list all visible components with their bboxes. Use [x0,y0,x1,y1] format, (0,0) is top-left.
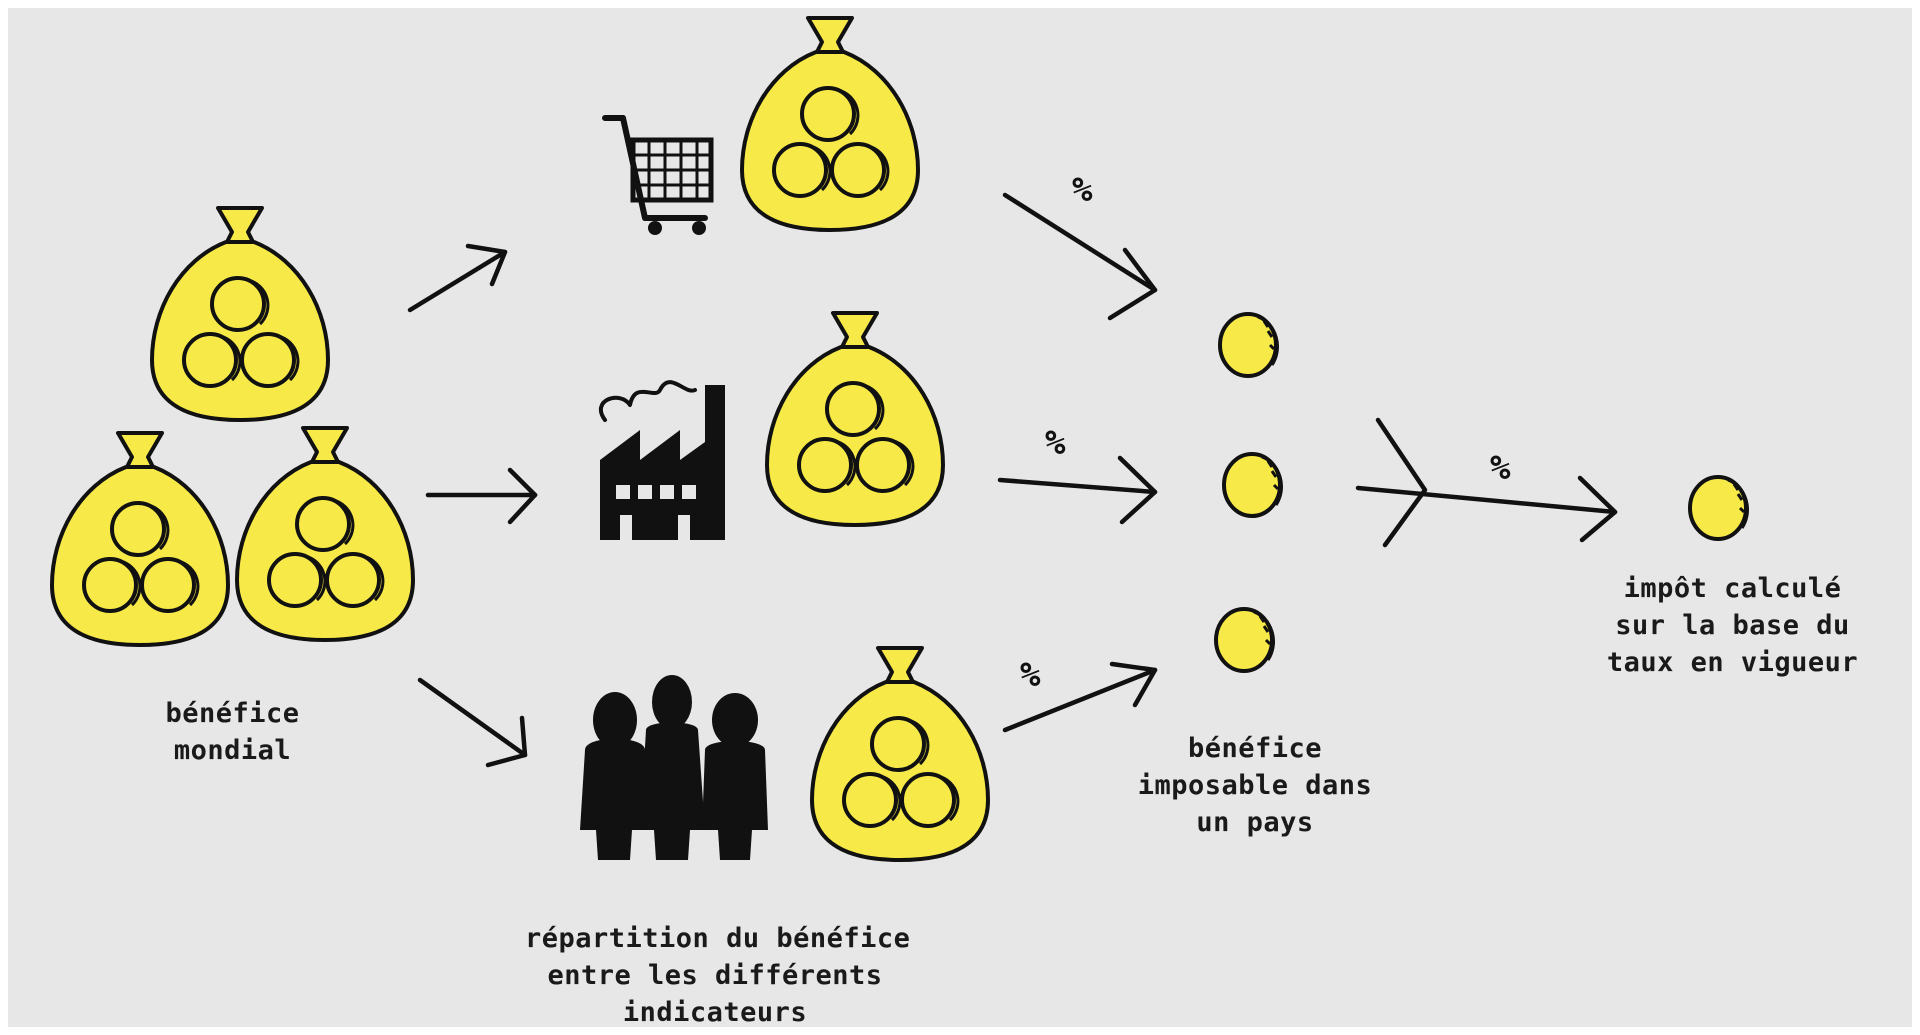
coin-icon [1214,607,1276,673]
arrow-to-employees [417,677,528,758]
final-arrow [1355,417,1618,548]
taxable-profit-coins [1214,312,1284,673]
coin-icon [1688,475,1750,541]
factory-icon [598,380,725,540]
percent-label-employees: % [1020,655,1041,695]
money-bag-icon [765,311,945,527]
money-bag-icon [235,426,415,642]
percent-label-assets: % [1045,423,1066,463]
percent-label-tax-rate: % [1490,448,1511,488]
arrow-to-sales [407,249,508,313]
money-bag-icon [740,16,920,232]
percent-label-sales: % [1072,170,1093,210]
split-arrows [407,243,538,768]
money-bag-icon [810,646,990,862]
tax-computed-caption: impôt calculé sur la base du taux en vig… [1606,573,1859,678]
coin-icon [1218,312,1280,378]
global-profit-caption: bénéfice mondial [165,698,300,766]
shopping-cart-icon [602,115,714,235]
percentage-arrows [997,192,1158,733]
coin-icon [1222,452,1284,518]
distribution-caption: répartition du bénéfice entre les différ… [525,923,911,1028]
taxable-profit-caption: bénéfice imposable dans un pays [1137,733,1373,838]
money-bag-icon [150,206,330,422]
people-icon [580,675,768,860]
money-bag-icon [50,431,230,647]
global-profit-bags [50,206,415,647]
